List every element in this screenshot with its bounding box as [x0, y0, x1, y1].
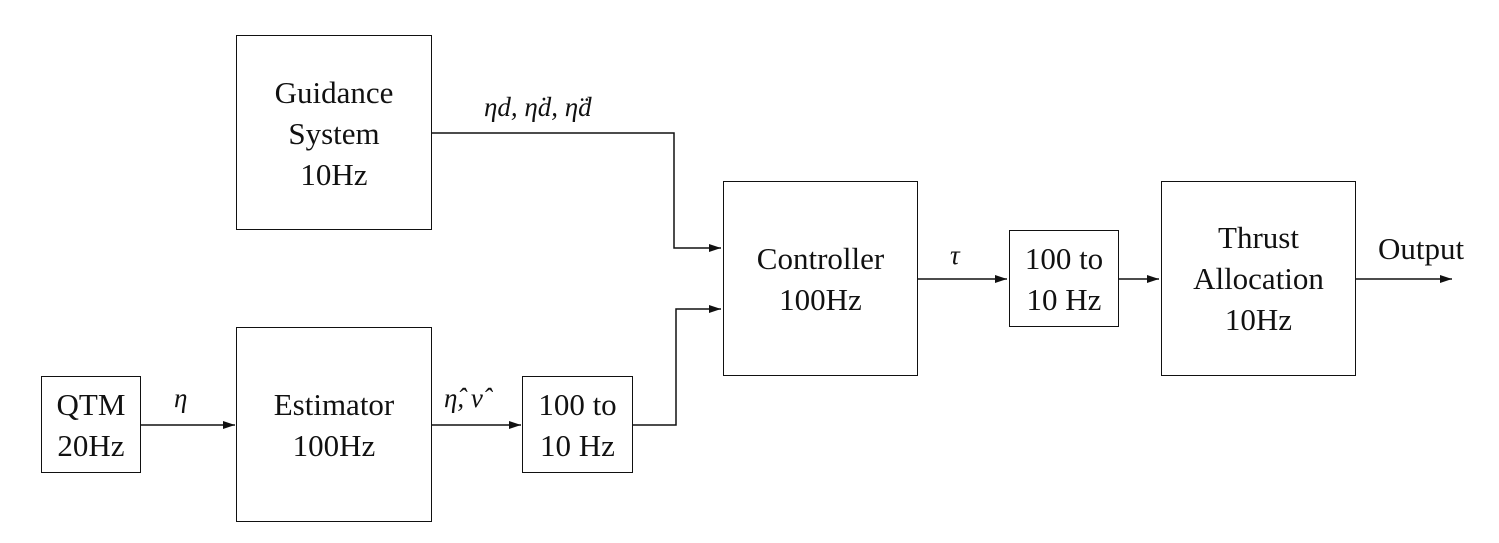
controller-signal-label: τ	[950, 240, 960, 270]
rate-converter-to-controller-arrow	[633, 305, 721, 426]
block-label: 100Hz	[292, 427, 376, 463]
block-label: 10 Hz	[540, 427, 615, 463]
guidance-system-block: Guidance System 10Hz	[236, 35, 432, 230]
thrust-allocation-block: Thrust Allocation 10Hz	[1161, 181, 1356, 376]
qtm-signal-label: η	[174, 383, 188, 413]
estimator-block: Estimator 100Hz	[236, 327, 432, 522]
block-label: Thrust	[1218, 220, 1299, 255]
block-label: 100 to	[1024, 240, 1104, 276]
qtm-block: QTM 20Hz	[41, 376, 141, 473]
estimator-signal-label: η̂, ν̂	[444, 383, 483, 413]
block-label: 100 to	[538, 386, 617, 422]
output-label: Output	[1378, 231, 1465, 266]
guidance-signal-label: ηd, η̇d, η̈d	[484, 92, 592, 122]
rate-converter-block-1: 100 to 10 Hz	[522, 376, 633, 473]
block-label: Controller	[756, 240, 885, 276]
controller-block: Controller 100Hz	[723, 181, 918, 376]
rate-converter-block-2: 100 to 10 Hz	[1009, 230, 1119, 327]
block-label: 10Hz	[300, 157, 368, 192]
block-label: QTM	[56, 386, 126, 422]
block-label: 20Hz	[57, 427, 125, 463]
block-label: 100Hz	[779, 281, 862, 317]
block-label: 10Hz	[1224, 302, 1293, 337]
block-label: Allocation	[1193, 261, 1324, 296]
block-label: System	[288, 116, 380, 151]
block-label: 10 Hz	[1026, 281, 1102, 317]
guidance-to-controller-arrow	[432, 132, 721, 252]
block-label: Estimator	[273, 386, 395, 422]
block-label: Guidance	[274, 75, 394, 110]
